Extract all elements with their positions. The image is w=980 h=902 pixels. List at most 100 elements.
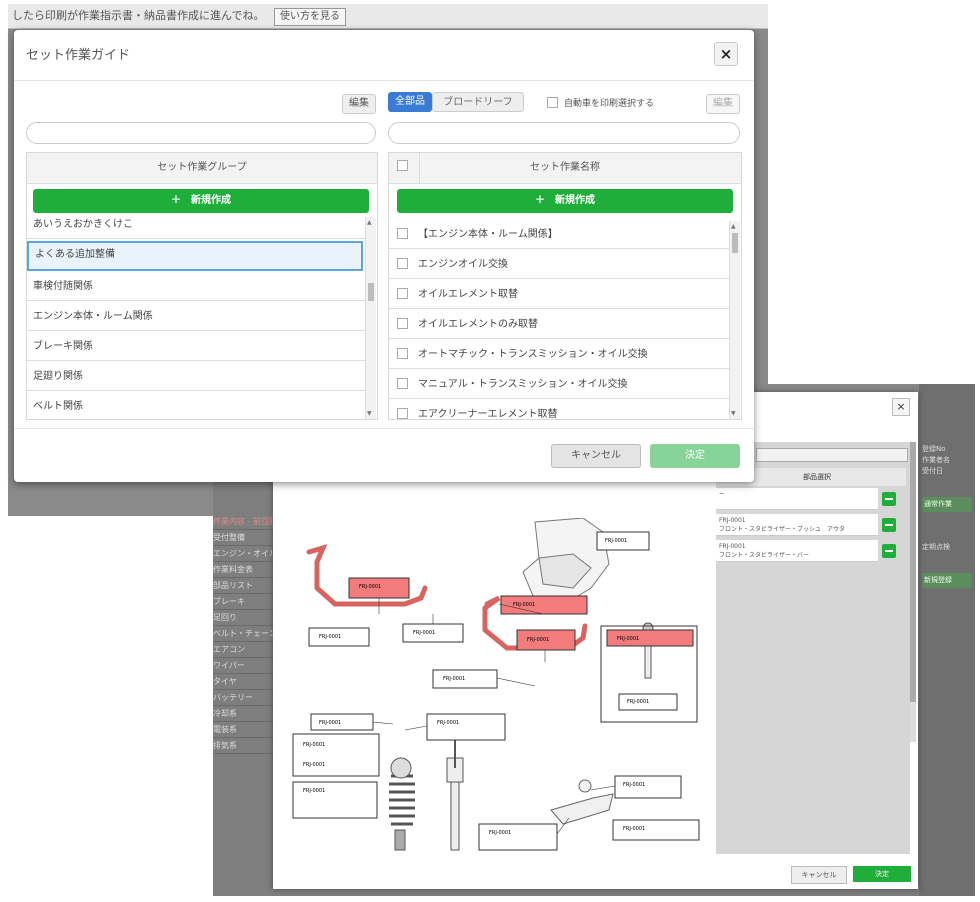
add-part-icon[interactable] <box>882 492 896 506</box>
set-work-scroll-thumb[interactable] <box>732 233 738 253</box>
background-list-item[interactable]: 冷却系 <box>213 706 273 722</box>
group-list-item-selected[interactable]: よくある追加整備 <box>27 241 363 271</box>
parts-row[interactable]: FRJ-0001 フロント・スタビライザー・バー <box>716 540 878 562</box>
part-code: FRJ-0001 <box>623 826 645 832</box>
scroll-up-icon[interactable]: ▲ <box>367 219 372 226</box>
set-work-row[interactable]: エアクリーナーエレメント取替 <box>389 401 729 419</box>
set-work-row[interactable]: 【エンジン本体・ルーム関係】 <box>389 221 729 249</box>
dialog2-scroll-thumb[interactable] <box>910 442 916 702</box>
background-list-item[interactable]: ブレーキ <box>213 594 273 610</box>
cancel-button[interactable]: キャンセル <box>791 866 847 884</box>
part-row-code: FRJ-0001 <box>719 543 746 550</box>
set-work-list-scrollbar[interactable]: ▲ ▼ <box>729 221 740 419</box>
part-code: FRJ-0001 <box>623 782 645 788</box>
part-code: FRJ-0001 <box>513 602 535 608</box>
row-checkbox[interactable] <box>397 317 408 329</box>
group-panel-header: セット作業グループ <box>27 153 377 184</box>
ok-button[interactable]: 決定 <box>650 444 740 468</box>
header-divider <box>419 153 420 183</box>
new-group-button[interactable]: ＋ 新規作成 <box>33 189 369 213</box>
parts-row[interactable]: ー <box>716 488 878 510</box>
parts-diagram-dialog: × <box>273 392 918 889</box>
scroll-down-icon[interactable]: ▼ <box>367 410 372 417</box>
background-list-item[interactable]: 作業料金表 <box>213 562 273 578</box>
row-checkbox[interactable] <box>397 227 408 239</box>
background-label: 定期点検 <box>922 543 950 551</box>
parts-row[interactable]: FRJ-0001 フロント・スタビライザー・ブッシュ アウタ <box>716 514 878 536</box>
part-code: FRJ-0001 <box>359 584 381 590</box>
leader-lines <box>372 598 616 835</box>
cancel-button[interactable]: キャンセル <box>551 444 641 468</box>
group-list-item[interactable]: 車検付随関係 <box>27 273 365 301</box>
group-list-item[interactable]: ブレーキ関係 <box>27 333 365 361</box>
set-work-row[interactable]: オートマチック・トランスミッション・オイル交換 <box>389 341 729 369</box>
edit-group-button[interactable]: 編集 <box>342 94 376 114</box>
background-label: 作業者名 <box>922 456 950 464</box>
background-list-item[interactable]: 足回り <box>213 610 273 626</box>
part-code: FRJ-0001 <box>319 634 341 640</box>
background-list-item[interactable]: バッテリー <box>213 690 273 706</box>
group-scroll-thumb[interactable] <box>368 283 374 301</box>
part-row-code: FRJ-0001 <box>719 517 746 524</box>
auto-print-option[interactable]: 自動車を印刷選択する <box>547 96 654 109</box>
parts-column-header: 部品選択 <box>716 468 906 486</box>
toggle-broadleaf[interactable]: ブロードリーフ <box>432 92 524 112</box>
set-work-name: エンジンオイル交換 <box>418 259 508 270</box>
background-list-item[interactable]: 電装系 <box>213 722 273 738</box>
suspension-diagram: FRJ-0001 FRJ-0001 FRJ-0001 FRJ-0001 FRJ-… <box>292 518 700 851</box>
background-list-item[interactable]: 部品リスト <box>213 578 273 594</box>
background-list-item[interactable]: タイヤ <box>213 674 273 690</box>
new-set-work-button[interactable]: ＋ 新規作成 <box>397 189 733 213</box>
background-list-item[interactable]: エアコン <box>213 642 273 658</box>
group-list-item[interactable]: エンジン本体・ルーム関係 <box>27 303 365 331</box>
parts-diagram-image[interactable]: FRJ-0001 FRJ-0001 FRJ-0001 FRJ-0001 FRJ-… <box>273 518 715 856</box>
close-icon[interactable]: × <box>892 398 910 416</box>
edit-set-work-button[interactable]: 編集 <box>706 94 740 114</box>
group-list-item[interactable]: あいうえおかきくけこ <box>27 217 365 239</box>
group-list-scrollbar[interactable]: ▲ ▼ <box>365 217 376 419</box>
set-work-name: オートマチック・トランスミッション・オイル交換 <box>418 349 648 360</box>
background-list-item[interactable]: 受付整備 <box>213 530 273 546</box>
part-code: FRJ-0001 <box>437 720 459 726</box>
set-work-name: オイルエレメントのみ取替 <box>418 319 538 330</box>
add-part-icon[interactable] <box>882 518 896 532</box>
background-list-item[interactable]: ワイパー <box>213 658 273 674</box>
set-work-row[interactable]: マニュアル・トランスミッション・オイル交換 <box>389 371 729 399</box>
footer-divider <box>14 428 754 429</box>
set-work-name: 【エンジン本体・ルーム関係】 <box>418 229 558 240</box>
close-icon[interactable]: × <box>714 42 738 66</box>
dialog2-scrollbar[interactable] <box>910 442 916 742</box>
add-part-icon[interactable] <box>882 544 896 558</box>
background-list-item[interactable]: エンジン・オイル <box>213 546 273 562</box>
scroll-up-icon[interactable]: ▲ <box>731 223 736 230</box>
set-work-guide-dialog: セット作業ガイド × 編集 セット作業グループ ＋ 新規作成 あいうえおかきくけ… <box>14 30 754 482</box>
row-checkbox[interactable] <box>397 347 408 359</box>
part-code: FRJ-0001 <box>443 676 465 682</box>
parts-filter-select[interactable] <box>756 448 908 462</box>
part-row-name: フロント・スタビライザー・バー <box>719 552 810 559</box>
set-work-row[interactable]: オイルエレメント取替 <box>389 281 729 309</box>
row-checkbox[interactable] <box>397 257 408 269</box>
background-list-item[interactable]: 排気系 <box>213 738 273 754</box>
group-search-input[interactable] <box>26 122 376 144</box>
scroll-down-icon[interactable]: ▼ <box>731 410 736 417</box>
ok-button[interactable]: 決定 <box>853 866 911 882</box>
background-list-item[interactable]: ベルト・チェーン <box>213 626 273 642</box>
row-checkbox[interactable] <box>397 407 408 419</box>
group-list-item[interactable]: ベルト関係 <box>27 393 365 419</box>
set-work-search-input[interactable] <box>388 122 740 144</box>
howto-button[interactable]: 使い方を見る <box>273 8 346 26</box>
row-checkbox[interactable] <box>397 287 408 299</box>
select-all-checkbox[interactable] <box>397 160 408 171</box>
background-label: 通常作業 <box>922 497 972 512</box>
auto-print-checkbox[interactable] <box>547 97 558 108</box>
row-checkbox[interactable] <box>397 377 408 389</box>
set-work-row[interactable]: オイルエレメントのみ取替 <box>389 311 729 339</box>
toggle-all-parts[interactable]: 全部品 <box>388 92 432 112</box>
group-list-item[interactable]: 足廻り関係 <box>27 363 365 391</box>
notice-text: したら印刷が作業指示書・納品書作成に進んでね。 <box>12 9 265 22</box>
set-work-row[interactable]: エンジンオイル交換 <box>389 251 729 279</box>
dialog-title: セット作業ガイド <box>26 48 131 63</box>
background-list-item[interactable]: 作業内容 - 前回履歴 <box>213 514 273 530</box>
set-work-name: オイルエレメント取替 <box>418 289 518 300</box>
